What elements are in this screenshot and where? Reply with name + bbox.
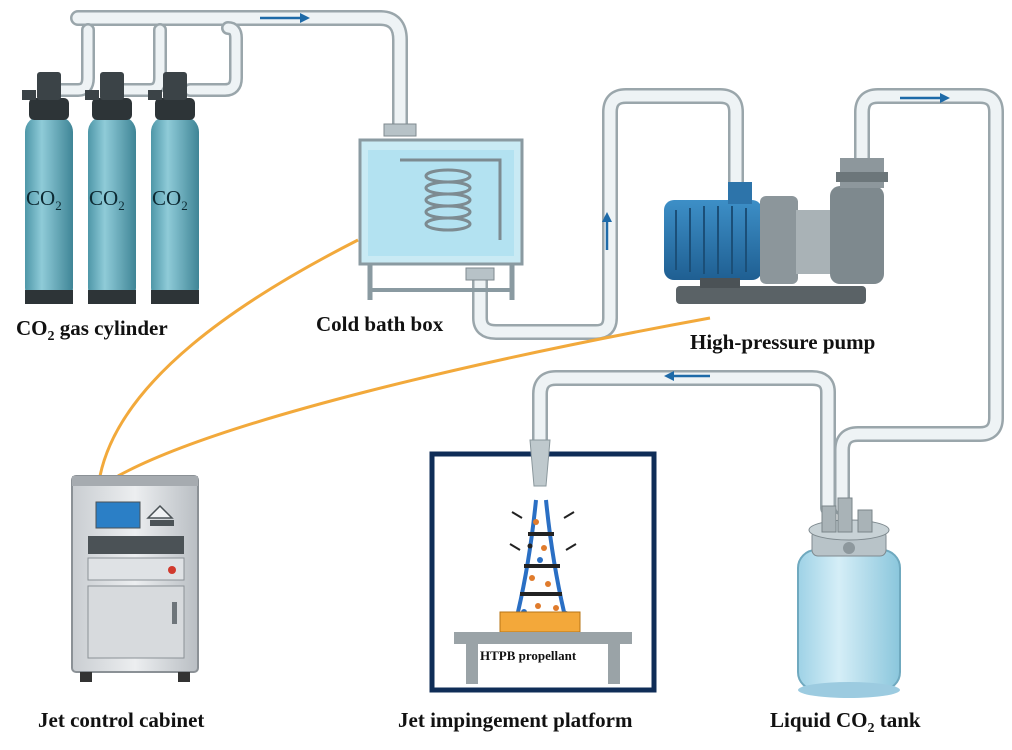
cabinet-screen <box>95 501 141 529</box>
high-pressure-pump <box>664 158 888 304</box>
cabinet-triangle-icon <box>146 504 174 519</box>
jet-stream <box>516 499 566 613</box>
flow-arrow-top <box>260 13 310 23</box>
wire-bath <box>98 238 359 477</box>
pipes <box>41 10 1004 516</box>
gas-cylinder-1 <box>22 72 73 304</box>
gas-cylinder-label: CO2 gas cylinder <box>16 316 168 345</box>
cabinet-red-button <box>168 566 176 574</box>
htpb-sample <box>499 611 581 633</box>
cylinder-3-text: CO2 <box>152 186 188 214</box>
pump-label: High-pressure pump <box>690 330 876 354</box>
gas-cylinders <box>22 72 199 304</box>
impact-arrows <box>509 511 577 551</box>
flow-arrow-up <box>602 212 612 250</box>
gas-cylinder-3 <box>148 72 199 304</box>
gas-cylinder-2 <box>85 72 136 304</box>
liquid-co2-tank <box>797 497 901 698</box>
platform-label: Jet impingement platform <box>398 708 633 732</box>
flow-arrows <box>260 13 950 381</box>
jet-control-cabinet <box>71 475 199 682</box>
cylinder-1-text: CO2 <box>26 186 62 214</box>
cold-bath-label: Cold bath box <box>316 312 444 336</box>
cold-bath-box <box>358 123 524 300</box>
htpb-label: HTPB propellant <box>480 648 577 663</box>
nozzle <box>529 439 551 487</box>
jet-impingement-platform <box>429 439 657 693</box>
flow-arrow-left <box>664 371 710 381</box>
platform-table <box>454 632 632 644</box>
wire-pump <box>117 316 711 478</box>
cylinder-2-text: CO2 <box>89 186 125 214</box>
cabinet-label: Jet control cabinet <box>38 708 205 732</box>
tank-label: Liquid CO2 tank <box>770 708 921 737</box>
cooling-coil <box>400 158 502 240</box>
signal-wires <box>98 238 711 478</box>
flow-arrow-right <box>900 93 950 103</box>
